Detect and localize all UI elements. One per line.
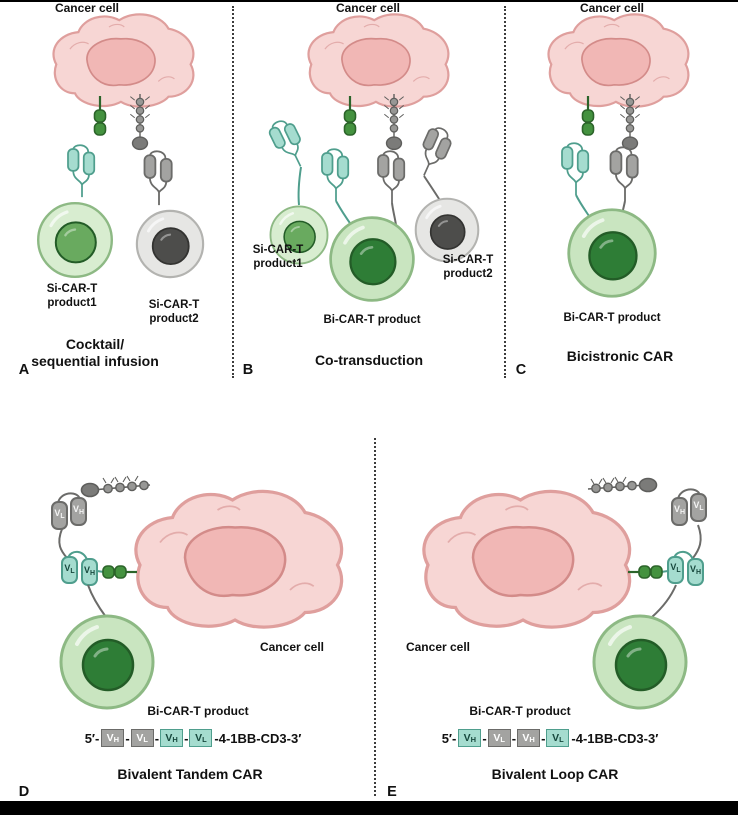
panel-a-cancer-cell-label: Cancer cell bbox=[54, 1, 120, 15]
construct-separator: - bbox=[482, 730, 487, 746]
car-receptor-teal-icon bbox=[68, 145, 95, 198]
car-receptor-teal-icon bbox=[322, 149, 349, 202]
construct-separator: - bbox=[541, 730, 546, 746]
panel-b-product1-label: Si-CAR-T product1 bbox=[252, 244, 304, 270]
cancer-cell-blob bbox=[136, 491, 342, 627]
panel-divider-de bbox=[374, 438, 376, 796]
panel-divider-bc bbox=[504, 6, 506, 378]
t-cell-green-dark bbox=[328, 215, 416, 303]
t-cell-gray bbox=[135, 209, 205, 279]
t-cell-gray bbox=[414, 197, 480, 263]
panel-c-cancer-cell-label: Cancer cell bbox=[579, 1, 645, 15]
panel-e-letter: E bbox=[387, 784, 397, 800]
car-receptor-gray-icon bbox=[610, 147, 638, 202]
panel-b-cancer-cell-label: Cancer cell bbox=[335, 1, 401, 15]
t-cell-green-dark bbox=[59, 614, 155, 710]
beaded-antigen-icon bbox=[80, 475, 151, 498]
panel-d-bi-product-label: Bi-CAR-T product bbox=[147, 704, 249, 718]
green-antigen-icon bbox=[102, 565, 137, 579]
panel-a-caption: Cocktail/ sequential infusion bbox=[31, 336, 159, 369]
car-receptor-gray-icon bbox=[411, 124, 456, 181]
loop-car-receptor bbox=[651, 488, 707, 618]
top-border bbox=[0, 0, 738, 2]
construct-prefix: 5′- bbox=[84, 730, 100, 746]
cancer-cell-blob bbox=[307, 13, 450, 108]
construct-separator: - bbox=[154, 730, 160, 746]
panel-e-bi-product-label: Bi-CAR-T product bbox=[469, 704, 571, 718]
panel-d-caption: Bivalent Tandem CAR bbox=[117, 766, 263, 782]
panel-e-cancer-cell-label: Cancer cell bbox=[405, 640, 471, 654]
panel-a-art bbox=[36, 13, 205, 279]
t-cell-green-dark bbox=[592, 614, 688, 710]
panel-a-letter: A bbox=[18, 362, 30, 378]
construct-prefix: 5′- bbox=[441, 730, 457, 746]
panel-d-letter: D bbox=[18, 784, 30, 800]
panel-c-bi-product-label: Bi-CAR-T product bbox=[563, 312, 661, 324]
cancer-cell-blob bbox=[52, 13, 195, 108]
panel-b-art bbox=[266, 13, 480, 303]
panel-b-letter: B bbox=[242, 362, 254, 378]
receptor-stem bbox=[575, 194, 590, 217]
t-cell-green bbox=[36, 201, 114, 279]
panel-b-caption: Co-transduction bbox=[314, 352, 424, 368]
cancer-cell-blob bbox=[547, 13, 690, 108]
cancer-cell-blob bbox=[424, 491, 630, 627]
car-receptor-teal-icon bbox=[266, 116, 312, 173]
panel-a-product1-label: Si-CAR-T product1 bbox=[46, 283, 98, 309]
beaded-antigen-icon bbox=[587, 476, 658, 494]
construct-suffix: -4-1BB-CD3-3′ bbox=[571, 730, 659, 746]
panel-a-product2-label: Si-CAR-T product2 bbox=[148, 299, 200, 325]
panel-e-caption: Bivalent Loop CAR bbox=[491, 766, 619, 782]
construct-separator: - bbox=[184, 730, 189, 746]
car-receptor-teal-icon bbox=[562, 143, 589, 196]
construct-suffix: -4-1BB-CD3-3′ bbox=[214, 730, 302, 746]
panel-e-art bbox=[424, 476, 707, 710]
panel-c-art bbox=[547, 13, 690, 299]
tandem-car-receptor bbox=[51, 492, 107, 618]
car-receptor-gray-icon bbox=[144, 151, 172, 206]
panel-b-bi-product-label: Bi-CAR-T product bbox=[323, 314, 421, 326]
panel-divider-ab bbox=[232, 6, 234, 378]
panel-d-art bbox=[51, 475, 342, 710]
bottom-border bbox=[0, 801, 738, 815]
car-receptor-gray-icon bbox=[378, 151, 405, 204]
panel-c-letter: C bbox=[515, 362, 527, 378]
construct-separator: - bbox=[125, 730, 130, 746]
t-cell-green-dark bbox=[566, 207, 658, 299]
panel-d-cancer-cell-label: Cancer cell bbox=[259, 640, 325, 654]
green-antigen-icon bbox=[628, 565, 663, 579]
panel-b-product2-label: Si-CAR-T product2 bbox=[442, 254, 494, 280]
construct-separator: - bbox=[511, 730, 517, 746]
panel-c-caption: Bicistronic CAR bbox=[566, 348, 674, 364]
